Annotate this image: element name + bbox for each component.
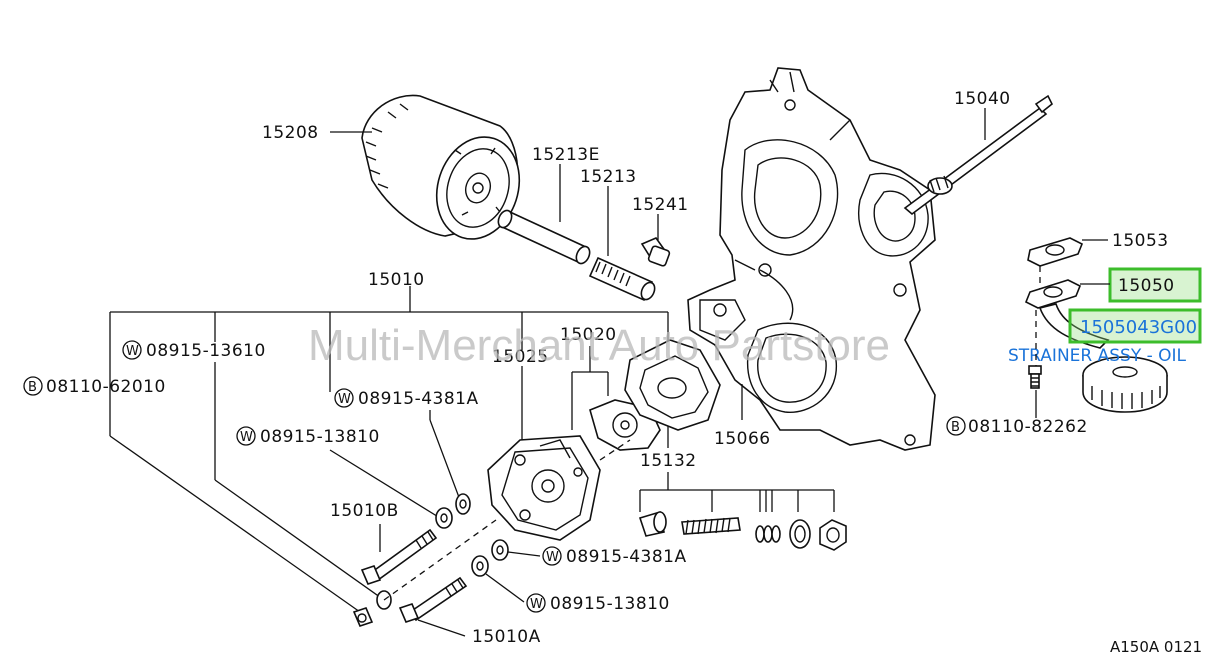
highlighted-part-description: STRAINER ASSY - OIL	[1008, 346, 1187, 366]
label-15010: 15010	[368, 270, 425, 290]
highlight-15050	[1108, 267, 1202, 303]
gasket-15050-drawing	[1024, 279, 1082, 309]
washer-marker-4381a-lower	[542, 546, 562, 566]
label-15010B: 15010B	[330, 501, 399, 521]
label-08110-62010: 08110-62010	[46, 377, 166, 397]
pump-bolt-62010-drawing	[352, 607, 374, 627]
washer-marker-13810-lower-letter: W	[530, 597, 543, 612]
label-15040: 15040	[954, 89, 1011, 109]
washer-drawings	[376, 493, 509, 610]
washer-marker-4381a-upper	[334, 388, 354, 408]
gasket-15053-drawing	[1027, 237, 1084, 267]
strainer-bolt-drawing	[1028, 310, 1042, 389]
oil-filter-drawing	[361, 94, 521, 240]
label-08915-13810-lower: 08915-13810	[550, 594, 670, 614]
pump-bolt-15010a-drawing	[398, 576, 468, 623]
washer-marker-13610-letter: W	[126, 344, 139, 359]
label-15213: 15213	[580, 167, 637, 187]
label-08915-13610: 08915-13610	[146, 341, 266, 361]
label-08915-4381A-lower: 08915-4381A	[566, 547, 687, 567]
diagram-reference: A150A 0121	[1110, 638, 1202, 656]
label-15010A: 15010A	[472, 627, 541, 647]
washer-marker-13810-lower	[526, 593, 546, 613]
washer-marker-13610	[122, 340, 142, 360]
label-15213E: 15213E	[532, 145, 600, 165]
label-15053: 15053	[1112, 231, 1169, 251]
label-08915-4381A-upper: 08915-4381A	[358, 389, 479, 409]
bolt-marker-62010	[23, 376, 43, 396]
bolt-marker-62010-letter: B	[28, 380, 37, 395]
pump-bolt-15010b-drawing	[360, 528, 438, 585]
relief-valve-parts-drawing	[638, 510, 847, 551]
highlighted-part-number[interactable]: 1505043G00	[1080, 317, 1197, 338]
label-08915-13810-upper: 08915-13810	[260, 427, 380, 447]
label-15208: 15208	[262, 123, 319, 143]
relief-spring-drawing	[588, 256, 656, 302]
label-15066: 15066	[714, 429, 771, 449]
washer-marker-4381a-lower-letter: W	[546, 550, 559, 565]
label-15132: 15132	[640, 451, 697, 471]
front-cover-drawing	[687, 67, 936, 451]
washer-marker-4381a-upper-letter: W	[338, 392, 351, 407]
dipstick-drawing	[903, 94, 1054, 216]
connector-pipe-drawing	[497, 209, 591, 265]
highlight-part-number	[1068, 308, 1202, 344]
washer-marker-13810-upper-letter: W	[240, 430, 253, 445]
oil-pump-drawing	[487, 435, 601, 541]
bolt-marker-82262-letter: B	[951, 420, 960, 435]
washer-marker-13810-upper	[236, 426, 256, 446]
label-15241: 15241	[632, 195, 689, 215]
plug-drawing	[640, 237, 671, 267]
oil-strainer-drawing	[1038, 303, 1168, 413]
label-15050: 15050	[1118, 276, 1175, 296]
label-15020: 15020	[560, 325, 617, 345]
watermark: Multi-Merchant Auto Partstore	[308, 321, 890, 370]
label-15025: 15025	[492, 347, 549, 367]
bolt-marker-82262	[946, 416, 966, 436]
label-08110-82262: 08110-82262	[968, 417, 1088, 437]
pump-mount-drawing	[624, 339, 721, 431]
